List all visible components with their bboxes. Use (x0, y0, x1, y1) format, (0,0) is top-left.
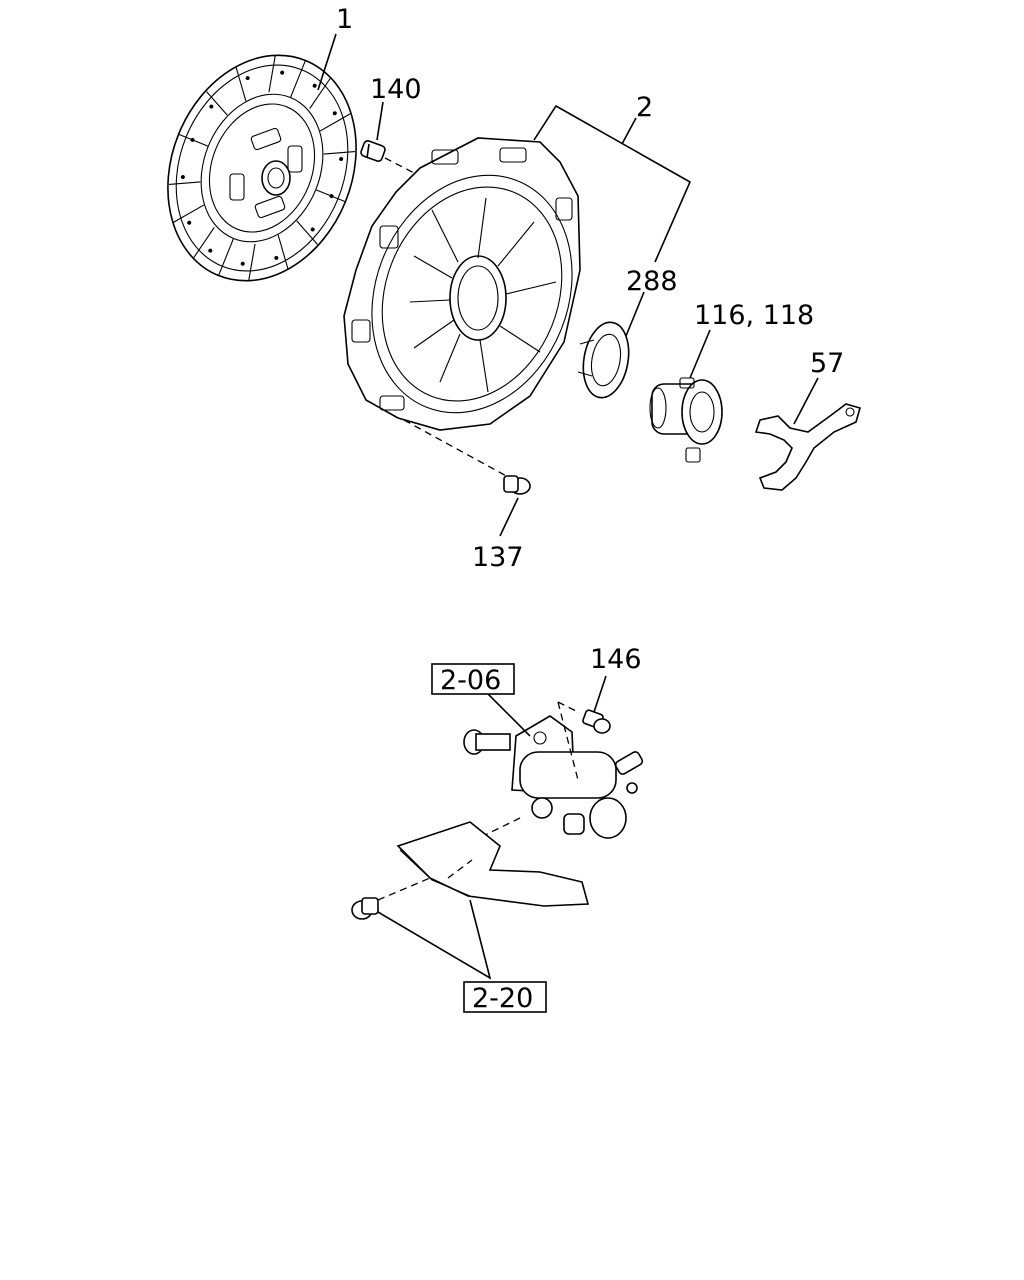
label-release-bearing: 116, 118 (694, 300, 814, 331)
release-bearing (649, 329, 723, 463)
pilot-pin (360, 101, 421, 177)
label-ref-master-cylinder[interactable]: 2-06 (440, 665, 501, 696)
clutch-disc (167, 54, 357, 282)
label-pressure-plate: 2 (636, 92, 653, 123)
release-fork (754, 377, 861, 491)
label-bleeder-bolt: 146 (590, 644, 642, 675)
bolt (499, 475, 531, 537)
label-clutch-disc: 1 (336, 4, 353, 35)
cylinder-bracket (351, 821, 590, 980)
pressure-plate-cover (343, 104, 692, 479)
ref-box-master-cylinder (431, 663, 515, 695)
clutch-cylinder-assembly (449, 675, 644, 853)
label-bolt: 137 (472, 542, 524, 573)
leader-clutch-disc (317, 33, 337, 91)
label-ref-bracket[interactable]: 2-20 (472, 983, 533, 1014)
bearing-ring (577, 291, 645, 399)
label-pilot-pin: 140 (370, 74, 422, 105)
label-release-fork: 57 (810, 348, 844, 379)
label-bearing-ring: 288 (626, 266, 678, 297)
ref-box-bracket (463, 981, 547, 1013)
